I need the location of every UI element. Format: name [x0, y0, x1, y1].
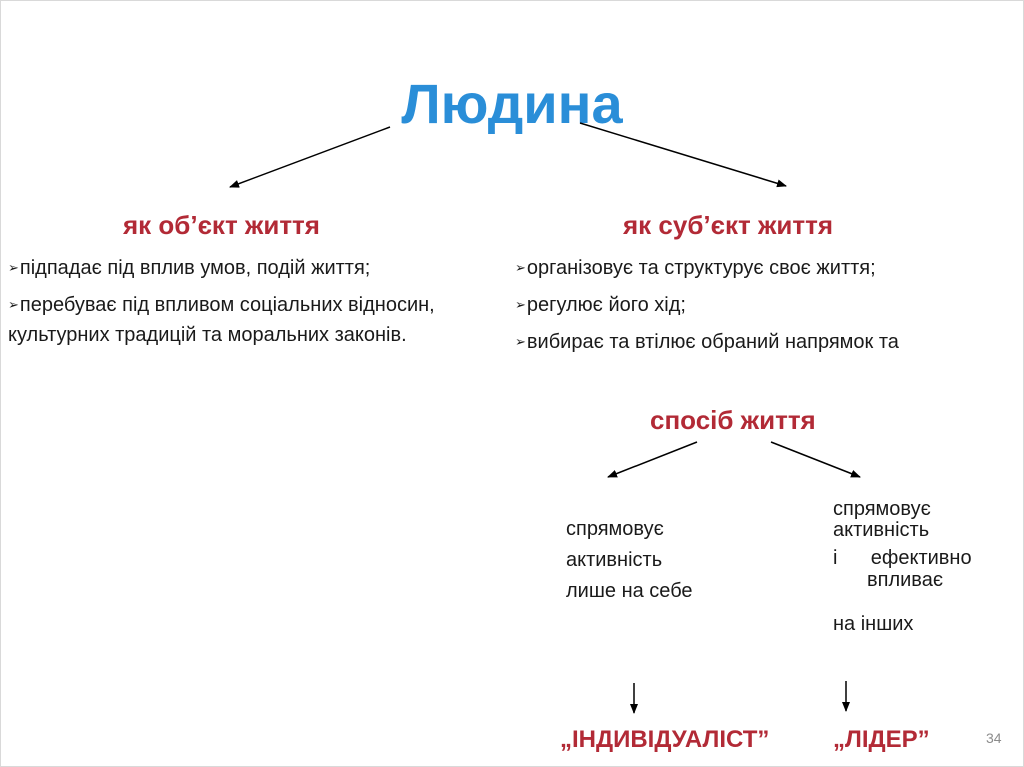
self-branch-line: спрямовує	[566, 518, 664, 540]
self-branch-line: лише на себе	[566, 580, 693, 602]
list-item: ➢вибирає та втілює обраний напрямок та	[515, 331, 899, 353]
arrow-bullet-icon: ➢	[515, 334, 526, 349]
page-number: 34	[986, 730, 1002, 746]
leader-label: „ЛІДЕР”	[833, 726, 930, 753]
arrow-bullet-icon: ➢	[515, 260, 526, 275]
others-branch-line: активність	[833, 519, 930, 541]
list-item: ➢перебуває під впливом соціальних віднос…	[8, 294, 435, 346]
arrow-bullet-icon: ➢	[515, 297, 526, 312]
list-item: ➢підпадає під вплив умов, подій життя;	[8, 257, 371, 279]
others-branch-line: спрямовує	[833, 498, 931, 520]
list-item: ➢організовує та структурує своє життя;	[515, 257, 876, 279]
arrow-to-self-branch	[607, 441, 698, 478]
self-branch-line: активність	[566, 549, 663, 571]
others-branch-line: впливає	[867, 569, 944, 591]
individualist-label: „ІНДИВІДУАЛІСТ”	[560, 726, 770, 753]
subject-heading: як суб’єкт життя	[623, 210, 833, 240]
way-of-life-heading: спосіб життя	[650, 405, 816, 435]
arrow-to-subject	[579, 122, 787, 188]
others-branch-line: і ефективно	[833, 547, 972, 569]
arrow-to-object	[229, 126, 391, 188]
arrow-bullet-icon: ➢	[8, 260, 19, 275]
page-title: Людина	[401, 72, 623, 135]
object-heading: як об’єкт життя	[123, 210, 320, 240]
subject-list: ➢організовує та структурує своє життя; ➢…	[515, 254, 985, 365]
others-branch-line: на інших	[833, 613, 914, 635]
object-list: ➢підпадає під вплив умов, подій життя; ➢…	[8, 254, 478, 357]
arrow-bullet-icon: ➢	[8, 297, 19, 312]
list-item: ➢регулює його хід;	[515, 294, 686, 316]
arrow-to-others-branch	[770, 441, 861, 478]
